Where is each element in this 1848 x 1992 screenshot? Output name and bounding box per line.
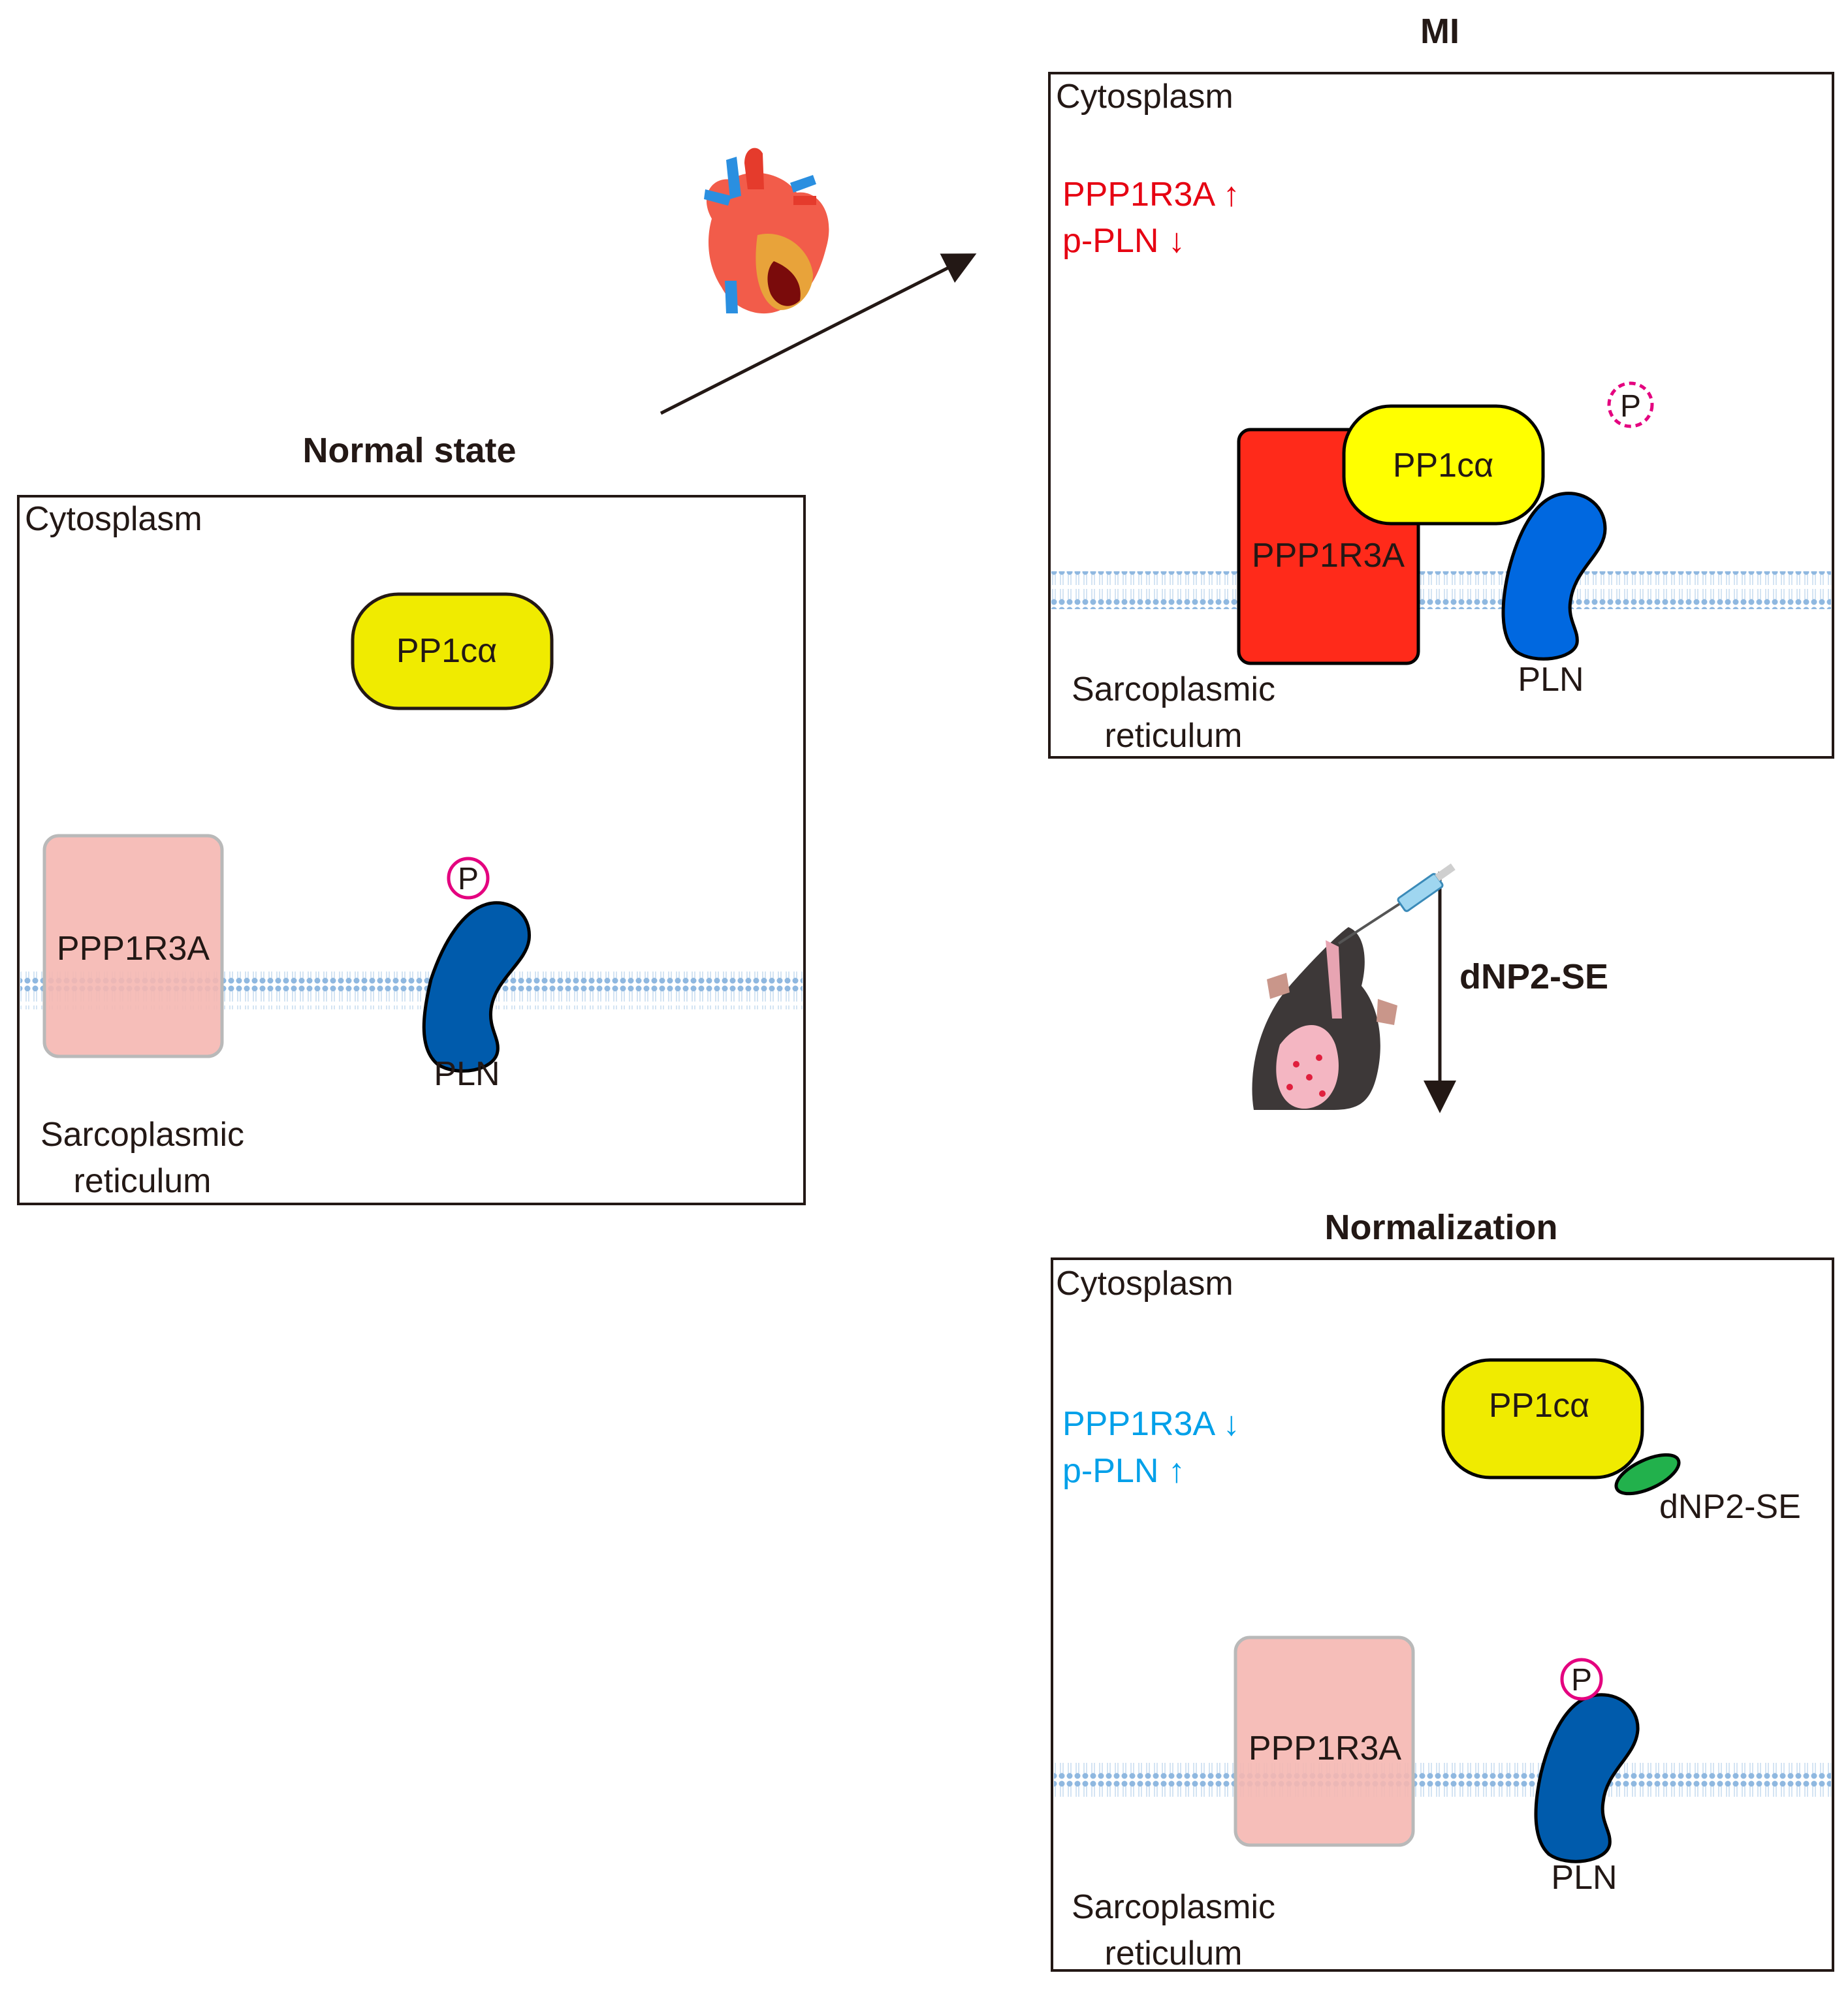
- normal-sr-label-line2: reticulum: [74, 1162, 212, 1200]
- normal-sr-label-line1: Sarcoplasmic: [40, 1116, 244, 1154]
- normal-ppp1r3a-label: PPP1R3A: [57, 930, 210, 968]
- normal-phosphate-label: P: [458, 862, 479, 896]
- mi-title: MI: [1420, 12, 1459, 51]
- mi-sr-label-line1: Sarcoplasmic: [1072, 671, 1275, 708]
- normalization-phosphate-label: P: [1571, 1663, 1592, 1698]
- mi-sr-label-line2: reticulum: [1105, 717, 1243, 755]
- mi-ppp1r3a-label: PPP1R3A: [1252, 537, 1405, 575]
- normal-ppp1r3a-protein: [42, 834, 224, 1058]
- normalization-sr-label-line2: reticulum: [1105, 1935, 1243, 1972]
- mi-pp1c-protein: [1342, 404, 1545, 526]
- normalization-phosphate-circle: [1560, 1658, 1603, 1701]
- normalization-ppp1r3a-protein: [1234, 1636, 1415, 1847]
- mi-pp1c-label: PP1cα: [1393, 447, 1493, 484]
- normalization-sr-membrane: [1054, 1763, 1831, 1801]
- mi-sr-membrane: [1051, 571, 1831, 609]
- mi-pln-protein: [1501, 492, 1607, 661]
- normalization-ppp1r3a-label: PPP1R3A: [1249, 1730, 1401, 1767]
- normalization-pp1c-label: PP1cα: [1489, 1387, 1589, 1425]
- mi-change-ppp1r3a: PPP1R3A ↑: [1062, 176, 1240, 213]
- normal-cytoplasm-label: Cytosplasm: [25, 500, 202, 538]
- mi-free-phosphate-label: P: [1620, 389, 1641, 424]
- normalization-sr-label-line1: Sarcoplasmic: [1072, 1888, 1275, 1926]
- dnp2-label: dNP2-SE: [1659, 1488, 1801, 1526]
- normal-pln-label: PLN: [434, 1055, 500, 1093]
- mouse-injection-illustration: [1252, 863, 1456, 1110]
- treatment-label: dNP2-SE: [1459, 957, 1608, 996]
- normal-title: Normal state: [302, 431, 516, 470]
- normal-pln-protein: [422, 901, 531, 1073]
- normal-phosphate-circle: [447, 857, 490, 900]
- mi-change-ppln: p-PLN ↓: [1062, 222, 1185, 260]
- normal-pp1c-label: PP1cα: [396, 632, 497, 670]
- normalization-panel: [1051, 1257, 1834, 1972]
- mi-free-phosphate-circle: [1607, 381, 1654, 428]
- normalization-change-ppln: p-PLN ↑: [1062, 1452, 1185, 1490]
- normalization-title: Normalization: [1324, 1208, 1557, 1247]
- mi-cytoplasm-label: Cytosplasm: [1056, 78, 1234, 116]
- dnp2-peptide: [1614, 1453, 1681, 1496]
- heart-illustration: [704, 148, 829, 314]
- mi-pln-label: PLN: [1518, 661, 1584, 699]
- normalization-pln-label: PLN: [1551, 1859, 1617, 1897]
- normalization-change-ppp1r3a: PPP1R3A ↓: [1062, 1405, 1240, 1443]
- arrow-normal-to-mi: [660, 253, 977, 415]
- normalization-pln-protein: [1534, 1693, 1640, 1863]
- normal-pp1c-protein: [351, 592, 554, 710]
- normalization-pp1c-protein: [1441, 1358, 1644, 1479]
- normalization-cytoplasm-label: Cytosplasm: [1056, 1265, 1234, 1303]
